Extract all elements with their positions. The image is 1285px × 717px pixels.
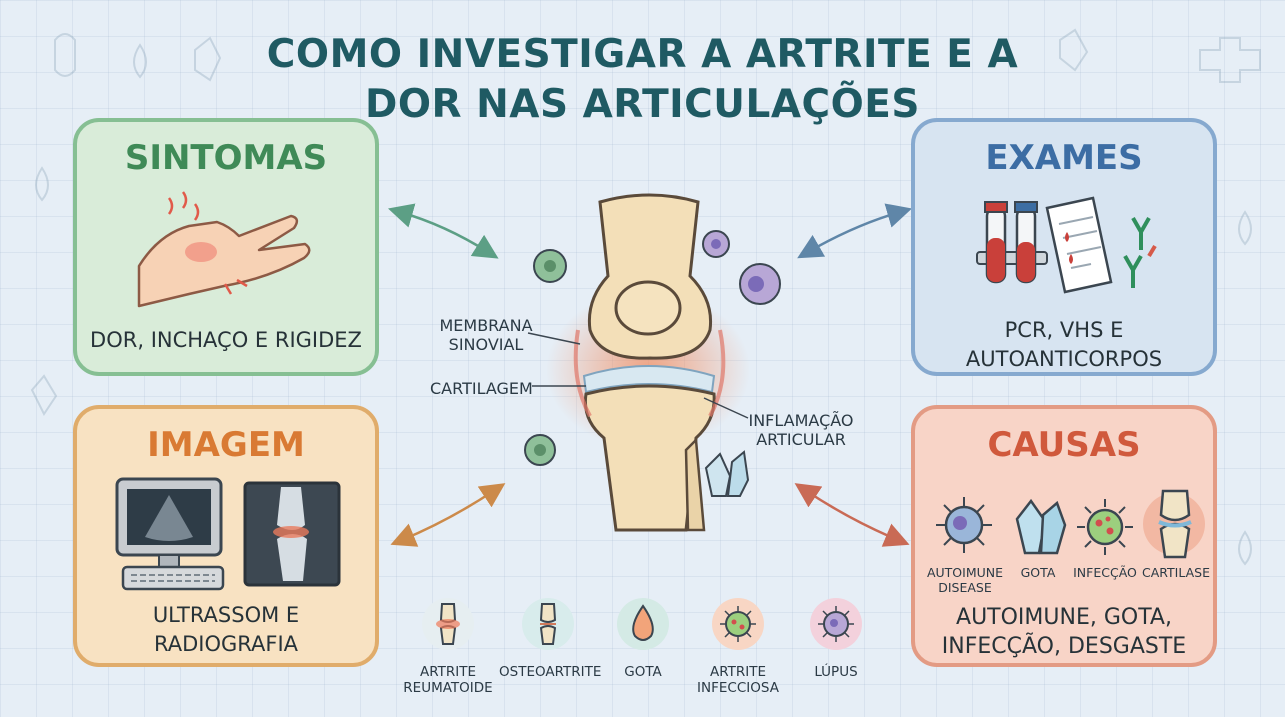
uric-drop-icon: [632, 604, 654, 641]
floating-cells: [524, 230, 781, 497]
card-sintomas: SINTOMAS DOR, INCHAÇO E RIGIDEZ: [73, 118, 379, 376]
page-title: COMO INVESTIGAR A ARTRITE E A DOR NAS AR…: [250, 30, 1035, 130]
virus-icon: [818, 606, 854, 642]
knee-illustration: [546, 193, 750, 532]
label-inflamacao-articular: INFLAMAÇÃO ARTICULAR: [746, 411, 856, 449]
crystal-icon: [30, 374, 58, 416]
card-title-sintomas: SINTOMAS: [124, 138, 328, 178]
card-text-imagem-line2: RADIOGRAFIA: [153, 632, 299, 656]
cause-label-autoimune-2: DISEASE: [938, 580, 992, 595]
cause-label-autoimune: AUTOIMUNE DISEASE: [925, 565, 1005, 595]
card-text-causas: AUTOIMUNE, GOTA, INFECÇÃO, DESGASTE: [915, 603, 1213, 661]
card-text-sintomas: DOR, INCHAÇO E RIGIDEZ: [90, 328, 362, 352]
card-title-exames: EXAMES: [985, 138, 1143, 178]
disease-label-infecciosa-2: INFECCIOSA: [697, 680, 779, 696]
card-text-exames-line1: PCR, VHS E: [1004, 318, 1124, 342]
label-inflamacao-2: ARTICULAR: [756, 430, 846, 449]
virus-icon: [936, 497, 992, 553]
crystal-icon: [704, 450, 750, 497]
drop-icon: [1238, 210, 1252, 246]
disease-label-ar-1: ARTRITE: [419, 664, 477, 680]
purple-virus-icon: [702, 230, 730, 258]
bacteria-icon: [720, 606, 756, 642]
purple-virus-icon: [739, 263, 781, 305]
card-text-exames-line2: AUTOANTICORPOS: [965, 347, 1163, 371]
card-exames: EXAMES PCR, VHS E AUTOANTICORPOS: [911, 118, 1217, 376]
bone-icon: [54, 33, 76, 77]
crystal-icon: [1015, 498, 1067, 555]
patella: [614, 280, 682, 336]
inflamed-joint-icon: [436, 603, 460, 645]
arrow-causas: [794, 483, 910, 547]
synovial-membrane: [573, 329, 726, 417]
crystal-icon: [1059, 28, 1089, 72]
disease-label-infecciosa: ARTRITE INFECCIOSA: [692, 664, 784, 696]
label-membrana-1: MEMBRANA: [439, 316, 533, 335]
bacteria-icon: [1077, 499, 1133, 555]
cause-label-autoimune-1: AUTOIMUNE: [926, 565, 1004, 580]
drop-icon: [1238, 530, 1252, 566]
card-text-imagem-line1: ULTRASSOM E: [152, 603, 300, 627]
xray-icon: [243, 481, 341, 587]
worn-joint-icon: [539, 603, 557, 645]
label-inflamacao-1: INFLAMAÇÃO: [748, 411, 854, 430]
disease-label-oa: OSTEOARTRITE: [499, 664, 602, 680]
green-cell-icon: [524, 434, 556, 466]
blood-test-icon: [976, 196, 1157, 294]
drop-icon: [133, 43, 147, 79]
cause-label-cartilase: CARTILASE: [1141, 565, 1210, 580]
arrow-exames: [797, 203, 913, 259]
card-text-causas-line1: AUTOIMUNE, GOTA,: [956, 605, 1172, 630]
label-membrana-sinovial: MEMBRANA SINOVIAL: [436, 316, 536, 354]
card-title-causas: CAUSAS: [987, 425, 1141, 465]
fibula-bone: [684, 437, 706, 532]
cross-icon: [1199, 37, 1261, 83]
green-cell-icon: [533, 249, 567, 283]
disease-label-ar-2: REUMATOIDE: [403, 680, 493, 696]
cause-label-infeccao: INFECÇÃO: [1073, 565, 1137, 580]
card-title-imagem: IMAGEM: [147, 425, 305, 465]
card-causas: CAUSAS AUTOIMUNE DISEASE GOTA INFECÇÃO C…: [911, 405, 1217, 667]
title-line-2: DOR NAS ARTICULAÇÕES: [364, 82, 921, 127]
disease-label-gota: GOTA: [624, 664, 662, 680]
cause-label-gota: GOTA: [1020, 565, 1056, 580]
disease-label-lupus: LÚPUS: [814, 664, 858, 680]
disease-label-infecciosa-1: ARTRITE: [709, 664, 767, 680]
ultrasound-monitor-icon: [115, 477, 225, 591]
card-text-causas-line2: INFECÇÃO, DESGASTE: [941, 634, 1187, 659]
crystal-icon: [194, 36, 222, 82]
arrow-sintomas: [387, 203, 499, 259]
hand-pain-icon: [137, 191, 311, 308]
card-text-imagem: ULTRASSOM E RADIOGRAFIA: [77, 601, 375, 659]
disease-label-ar: ARTRITE REUMATOIDE: [402, 664, 494, 696]
card-text-exames: PCR, VHS E AUTOANTICORPOS: [915, 316, 1213, 374]
label-membrana-2: SINOVIAL: [448, 335, 524, 354]
title-line-1: COMO INVESTIGAR A ARTRITE E A: [266, 32, 1019, 77]
card-imagem: IMAGEM ULTRASSOM E RADIOGRAFIA: [73, 405, 379, 667]
arrow-imagem: [390, 483, 506, 547]
label-cartilagem: CARTILAGEM: [430, 379, 533, 398]
drop-icon: [35, 166, 49, 202]
knee-joint-icon: [1158, 489, 1192, 559]
